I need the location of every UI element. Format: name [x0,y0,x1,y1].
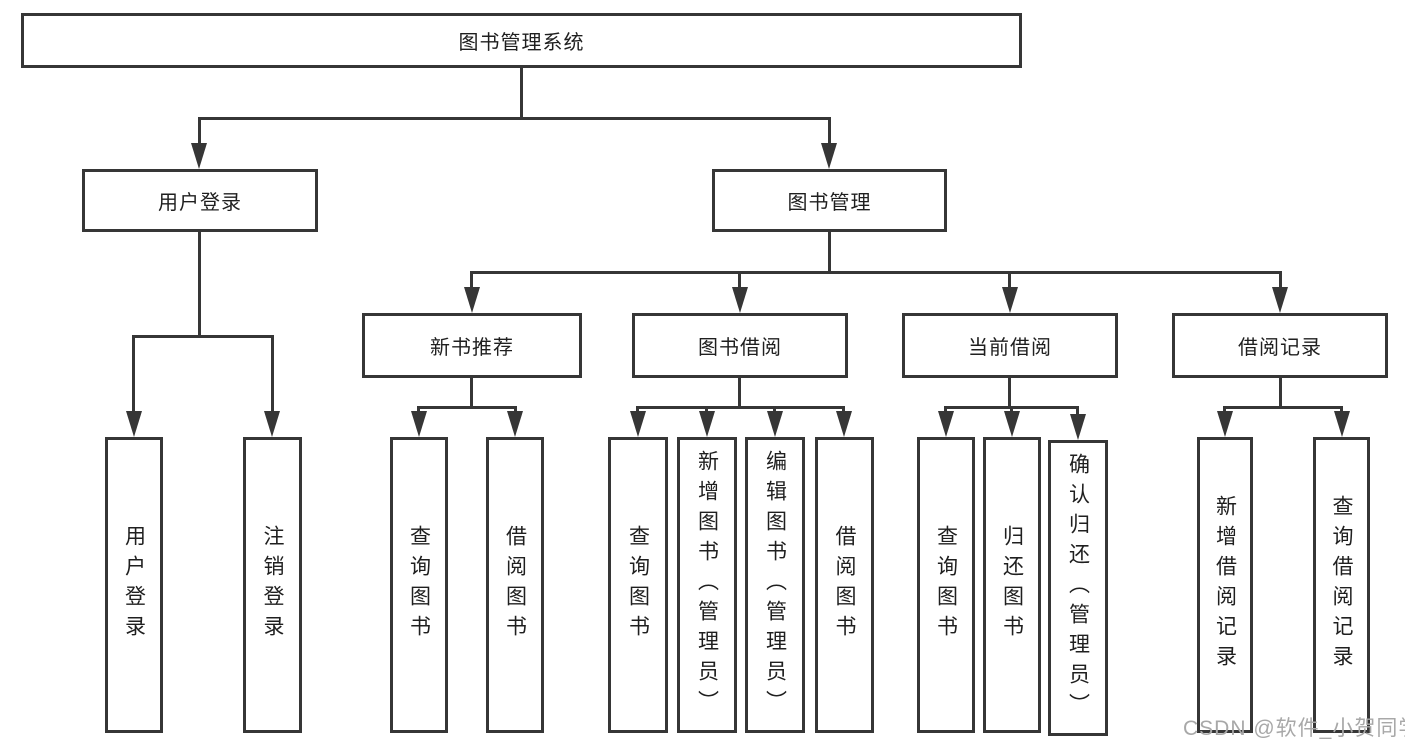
connector-line [198,117,831,120]
arrowhead-icon [507,411,523,437]
connector-line [1008,378,1011,409]
arrowhead-icon [767,411,783,437]
leaf-query-books-current: 查询图书 [917,437,975,733]
connector-line [470,271,473,291]
arrowhead-icon [1334,411,1350,437]
connector-line [132,335,135,415]
arrowhead-icon [938,411,954,437]
leaf-add-book-admin: 新增图书（管理员） [677,437,737,733]
connector-line [738,271,741,291]
connector-line [828,117,831,147]
leaf-query-books-recommend: 查询图书 [390,437,448,733]
connector-line [1279,378,1282,409]
connector-line [470,378,473,409]
arrowhead-icon [191,143,207,169]
connector-line [1279,271,1282,291]
arrowhead-icon [464,287,480,313]
leaf-borrow-books-borrowing: 借阅图书 [815,437,874,733]
node-library-management-system: 图书管理系统 [21,13,1022,68]
leaf-add-borrow-record: 新增借阅记录 [1197,437,1253,733]
leaf-edit-book-admin: 编辑图书（管理员） [745,437,805,733]
leaf-logout: 注销登录 [243,437,302,733]
connector-line [470,271,1282,274]
arrowhead-icon [1070,414,1086,440]
arrowhead-icon [1004,411,1020,437]
connector-line [1076,406,1079,416]
connector-line [1008,271,1011,291]
arrowhead-icon [411,411,427,437]
node-book-management: 图书管理 [712,169,947,232]
arrowhead-icon [836,411,852,437]
leaf-borrow-books-recommend: 借阅图书 [486,437,544,733]
leaf-user-login: 用户登录 [105,437,163,733]
arrowhead-icon [264,411,280,437]
connector-line [1223,406,1342,409]
connector-line [738,378,741,409]
connector-line [271,335,274,415]
arrowhead-icon [699,411,715,437]
arrowhead-icon [1002,287,1018,313]
leaf-confirm-return-admin: 确认归还（管理员） [1048,440,1108,736]
arrowhead-icon [732,287,748,313]
connector-line [198,232,201,338]
leaf-query-books-borrowing: 查询图书 [608,437,668,733]
node-current-borrowing: 当前借阅 [902,313,1118,378]
node-book-borrowing: 图书借阅 [632,313,848,378]
connector-line [828,232,831,274]
connector-line [132,335,273,338]
node-new-book-recommend: 新书推荐 [362,313,582,378]
arrowhead-icon [821,143,837,169]
connector-line [417,406,517,409]
connector-line [520,68,523,118]
watermark: CSDN @软件_小贺同学 [1183,717,1405,740]
leaf-return-books: 归还图书 [983,437,1041,733]
node-borrowing-records: 借阅记录 [1172,313,1388,378]
connector-line [198,117,201,147]
arrowhead-icon [1272,287,1288,313]
node-user-login: 用户登录 [82,169,318,232]
leaf-query-borrow-record: 查询借阅记录 [1313,437,1370,733]
arrowhead-icon [1217,411,1233,437]
arrowhead-icon [126,411,142,437]
arrowhead-icon [630,411,646,437]
connector-line [636,406,845,409]
